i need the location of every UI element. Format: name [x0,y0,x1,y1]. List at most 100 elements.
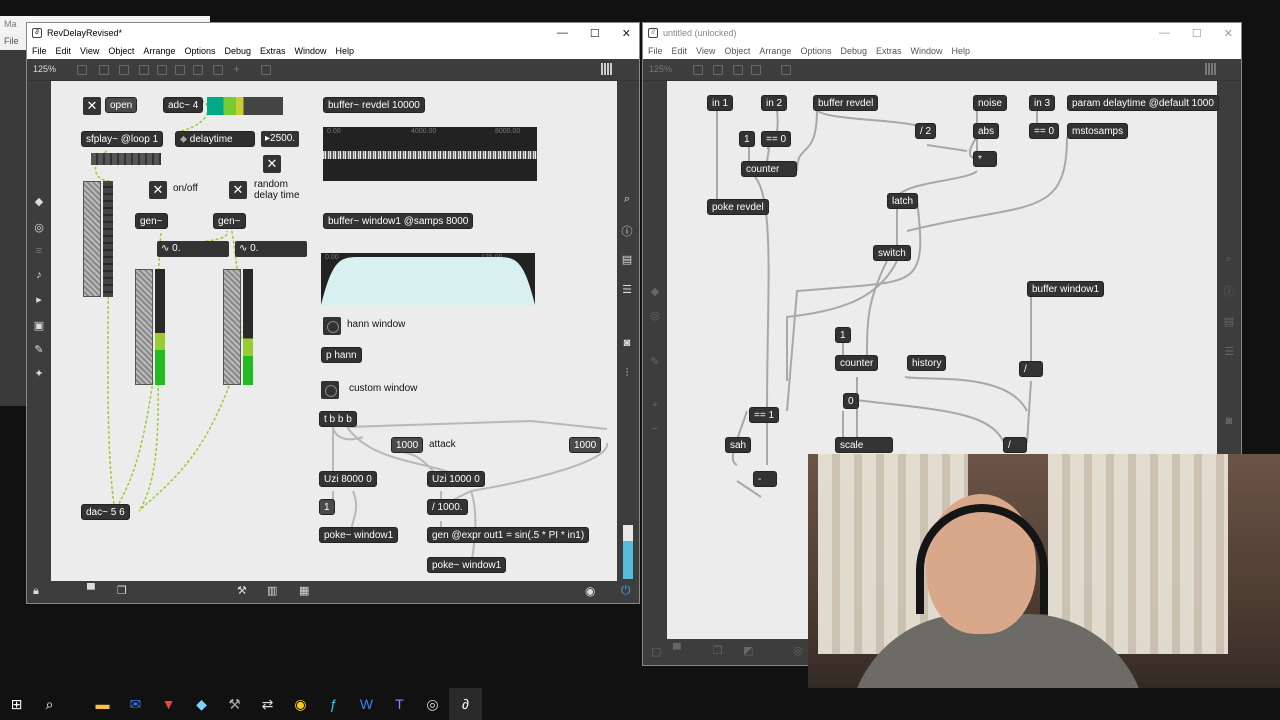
menu-file[interactable]: File [648,46,663,56]
left-gain-slider[interactable] [135,269,153,385]
subtract-object[interactable]: - [753,471,777,487]
gen-object-left[interactable]: gen~ [135,213,168,229]
mixer-icon[interactable]: ▥ [267,585,278,597]
toolbar-icon[interactable] [157,65,167,75]
menu-edit[interactable]: Edit [55,46,72,56]
menu-file[interactable]: File [32,46,47,56]
buffer-revdel-object[interactable]: buffer~ revdel 10000 [323,97,425,113]
onoff-toggle[interactable]: ✕ [149,181,167,199]
buffer-revdel-object[interactable]: buffer revdel [813,95,879,111]
toolbar-icon[interactable] [751,65,761,75]
equals-one-object[interactable]: == 1 [749,407,780,423]
hann-button[interactable] [323,317,341,335]
number-box-right[interactable]: ∿ 0. [235,241,307,257]
scale-object[interactable]: scale [835,437,893,453]
gen-expr-object[interactable]: gen @expr out1 = sin(.5 * PI * in1) [427,527,590,543]
adc-object[interactable]: adc~ 4 [163,97,204,113]
app-icon[interactable]: ◆ [196,695,207,712]
param-delaytime-object[interactable]: param delaytime @default 1000 [1067,95,1219,111]
list-icon[interactable]: ≡ [35,245,43,257]
toolbar-icon[interactable] [193,65,203,75]
right-gain-slider[interactable] [223,269,241,385]
list-icon[interactable]: ☰ [1224,346,1234,358]
sfplay-object[interactable]: sfplay~ @loop 1 [81,131,164,147]
object-palette-icon[interactable]: ◆ [650,286,660,298]
mail-icon[interactable]: ✉ [129,695,142,712]
zoom-in-icon[interactable]: + [651,399,659,411]
app-icon[interactable]: ◎ [426,695,439,712]
p-hann-object[interactable]: p hann [321,347,362,363]
camera-icon[interactable]: ◙ [623,337,631,349]
dac-object[interactable]: dac~ 5 6 [81,504,130,520]
gen-object-right[interactable]: gen~ [213,213,246,229]
toolbar-icon[interactable] [175,65,185,75]
toolbar-icon[interactable] [99,65,109,75]
minimize-button[interactable]: — [556,27,568,39]
multiply-object[interactable]: * [973,151,997,167]
wrench-icon[interactable]: ⚒ [237,585,247,597]
search-icon[interactable]: ⌕ [623,193,631,205]
menu-options[interactable]: Options [184,46,216,56]
constant-1-object[interactable]: 1 [739,131,755,147]
zoom-level[interactable]: 125% [33,64,57,74]
chrome-icon[interactable]: ◉ [294,695,307,712]
history-object[interactable]: history [907,355,947,371]
buffer-window-object[interactable]: buffer~ window1 @samps 8000 [323,213,474,229]
random-toggle[interactable]: ✕ [229,181,247,199]
toolbar-icon[interactable] [119,65,129,75]
poke-revdel-object[interactable]: poke revdel [707,199,769,215]
menu-view[interactable]: View [696,46,716,56]
sah-object[interactable]: sah [725,437,752,453]
menu-help[interactable]: Help [951,46,971,56]
camera-icon[interactable]: ◙ [1225,415,1233,427]
search-icon[interactable]: ⌕ [45,695,54,712]
word-icon[interactable]: W [359,696,374,712]
number-box-left[interactable]: ∿ 0. [157,241,229,257]
buffer-window1-object[interactable]: buffer window1 [1027,281,1105,297]
target-icon[interactable]: ◎ [650,310,660,322]
info-icon[interactable]: ⓘ [1223,286,1235,298]
max-icon[interactable]: ∂ [449,688,482,720]
latch-object[interactable]: latch [887,193,919,209]
stop-toggle[interactable]: ✕ [83,97,101,115]
revdel-waveform[interactable]: 0.00 4000.00 8000.00 [323,127,537,181]
toolbar-icon[interactable] [77,65,87,75]
power-icon[interactable]: ⏻ [621,583,631,597]
windows-start-icon[interactable]: ⊞ [10,695,23,712]
file-explorer-icon[interactable]: ▬ [95,696,110,712]
paperclip-icon[interactable]: ✎ [650,356,660,368]
menu-help[interactable]: Help [335,46,355,56]
run-icon[interactable]: ◎ [793,645,803,657]
paperclip-icon[interactable]: ✎ [34,344,44,356]
menu-window[interactable]: Window [910,46,943,56]
menu-object[interactable]: Object [108,46,135,56]
message-1000-b[interactable]: 1000 [569,437,602,453]
mixer-icon[interactable]: ⫶ [625,367,629,379]
minimize-button[interactable]: — [1158,27,1170,39]
add-icon[interactable]: + [233,62,241,76]
divide-2-object[interactable]: / 2 [915,123,937,139]
close-button[interactable]: ✕ [621,27,631,40]
abs-object[interactable]: abs [973,123,1000,139]
app-icon[interactable]: ⇄ [261,695,274,712]
object-palette-icon[interactable]: ◆ [34,196,44,208]
constant-1-object-2[interactable]: 1 [835,327,851,343]
divide-object[interactable]: / [1019,361,1043,377]
panel-icon[interactable]: ▤ [1223,316,1235,328]
clip-icon[interactable]: ▸ [36,294,42,306]
windows-icon[interactable]: ❐ [713,645,723,657]
toolbar-icon[interactable] [139,65,149,75]
toolbar-icon[interactable] [713,65,723,75]
in2-object[interactable]: in 2 [761,95,788,111]
toolbar-icon[interactable]: ◩ [743,645,754,657]
panel-icon[interactable]: ▤ [621,254,633,266]
menu-view[interactable]: View [80,46,100,56]
uzi-1000-object[interactable]: Uzi 1000 0 [427,471,485,487]
maximize-button[interactable]: ☐ [589,27,600,40]
message-1000-a[interactable]: 1000 [391,437,424,453]
toolbar-icon[interactable] [261,65,271,75]
divide-object-2[interactable]: / [1003,437,1027,453]
image-icon[interactable]: ▣ [33,320,45,332]
menu-debug[interactable]: Debug [224,46,251,56]
toolbar-icon[interactable] [693,65,703,75]
